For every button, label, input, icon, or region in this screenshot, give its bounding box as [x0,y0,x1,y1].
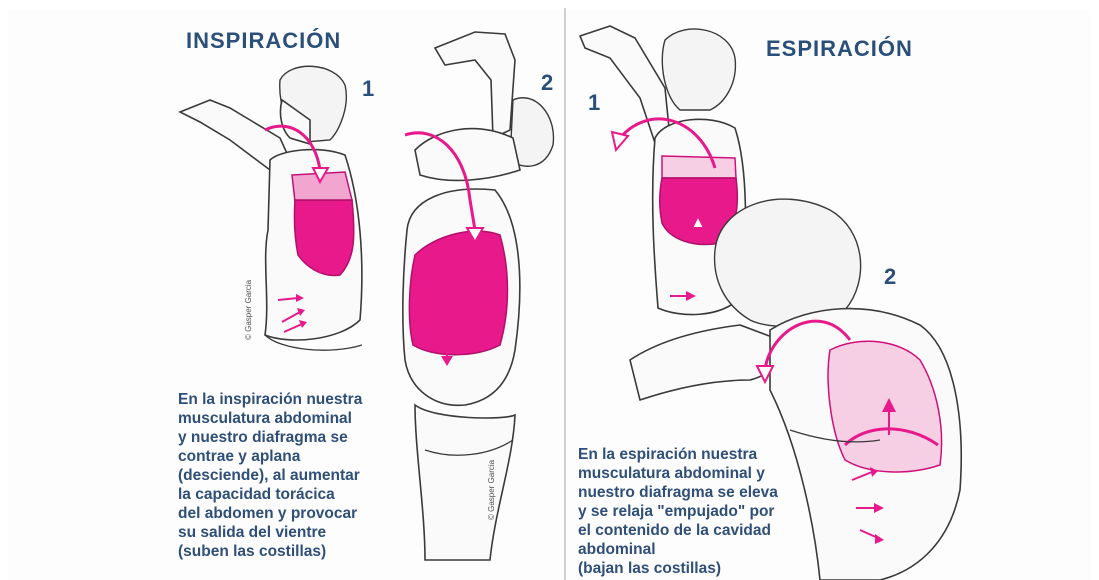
expiration-heading: ESPIRACIÓN [766,36,913,62]
inspiration-figure-1 [170,60,400,370]
inspiration-credit-2: © Gasper Garcia [487,460,496,520]
inspiration-figure-2 [395,20,565,560]
inspiration-caption: En la inspiración nuestra musculatura ab… [178,390,362,561]
inspiration-heading: INSPIRACIÓN [186,28,341,54]
expiration-caption: En la espiración nuestra musculatura abd… [578,445,778,578]
inspiration-credit-1: © Gasper Garcia [244,280,253,340]
